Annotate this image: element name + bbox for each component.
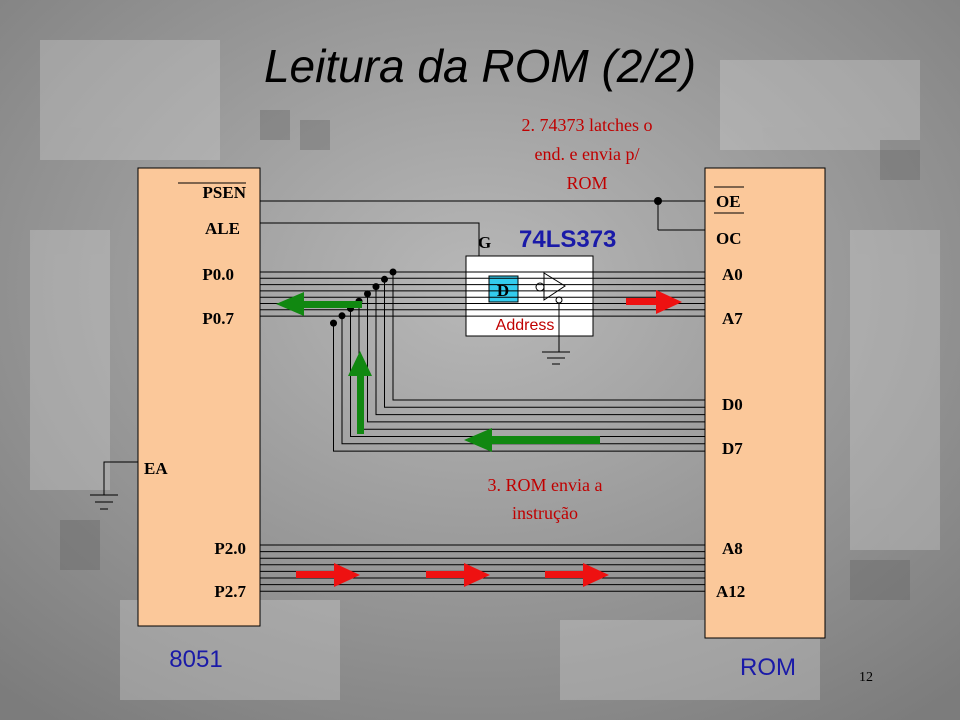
pin-a0-label: A0 — [722, 265, 743, 284]
arrow-address-to-rom — [626, 290, 682, 314]
arrow-address-to-8051 — [276, 292, 362, 316]
arrow-data-from-rom — [464, 428, 600, 452]
pin-oc-label: OC — [716, 229, 742, 248]
p0-junction-dot — [389, 268, 397, 276]
pin-p07-label: P0.7 — [202, 309, 234, 328]
port2-bus — [260, 544, 705, 592]
arrow-address-up — [348, 351, 372, 434]
note-step2-line1: 2. 74373 latches o — [522, 115, 653, 135]
p0-junction-dot — [338, 312, 346, 320]
p0-junction-dot — [372, 283, 380, 291]
latch-ground-symbol — [542, 351, 570, 365]
note-step3-line1: 3. ROM envia a — [488, 475, 603, 495]
pin-p27-label: P2.7 — [214, 582, 246, 601]
p0-data-line — [367, 293, 705, 423]
pin-oe-label: OE — [716, 192, 741, 211]
mcu-8051-box — [137, 167, 261, 627]
p0-data-line — [384, 279, 705, 408]
mcu-name: 8051 — [169, 646, 222, 673]
latch-g-label: G — [478, 233, 491, 252]
rom-box — [704, 167, 826, 639]
latch-address-label: Address — [496, 317, 555, 334]
p0-data-line — [333, 323, 705, 452]
arrow-p2-1 — [296, 563, 360, 587]
pin-ale-label: ALE — [205, 219, 240, 238]
latch-74ls373-box — [465, 255, 594, 337]
p0-data-line — [375, 286, 705, 416]
ea-ground-symbol — [90, 461, 138, 510]
latch-name: 74LS373 — [519, 226, 616, 253]
pin-d7-label: D7 — [722, 439, 743, 458]
pin-a12-label: A12 — [716, 582, 745, 601]
note-step3-line2: instrução — [512, 503, 578, 523]
p0-junction-dot — [381, 275, 388, 283]
pin-d0-label: D0 — [722, 395, 743, 414]
pin-a7-label: A7 — [722, 309, 743, 328]
p0-junction-dot — [330, 319, 337, 327]
note-step2-line3: ROM — [566, 173, 607, 193]
arrow-p2-3 — [545, 563, 609, 587]
p0-junction-dot — [364, 290, 371, 298]
pin-p20-label: P2.0 — [214, 539, 246, 558]
pin-ea-label: EA — [144, 459, 168, 478]
rom-name: ROM — [740, 654, 796, 681]
p0-data-line — [392, 272, 705, 401]
buffer-oe-bubble — [555, 296, 563, 304]
pin-a8-label: A8 — [722, 539, 743, 558]
slide-title: Leitura da ROM (2/2) — [264, 40, 696, 92]
pin-psen-label: PSEN — [203, 183, 247, 202]
page-number: 12 — [859, 670, 873, 685]
arrow-p2-2 — [426, 563, 490, 587]
note-step2-line2: end. e envia p/ — [535, 144, 640, 164]
ale-g-wire — [260, 222, 480, 256]
pin-p00-label: P0.0 — [202, 265, 234, 284]
